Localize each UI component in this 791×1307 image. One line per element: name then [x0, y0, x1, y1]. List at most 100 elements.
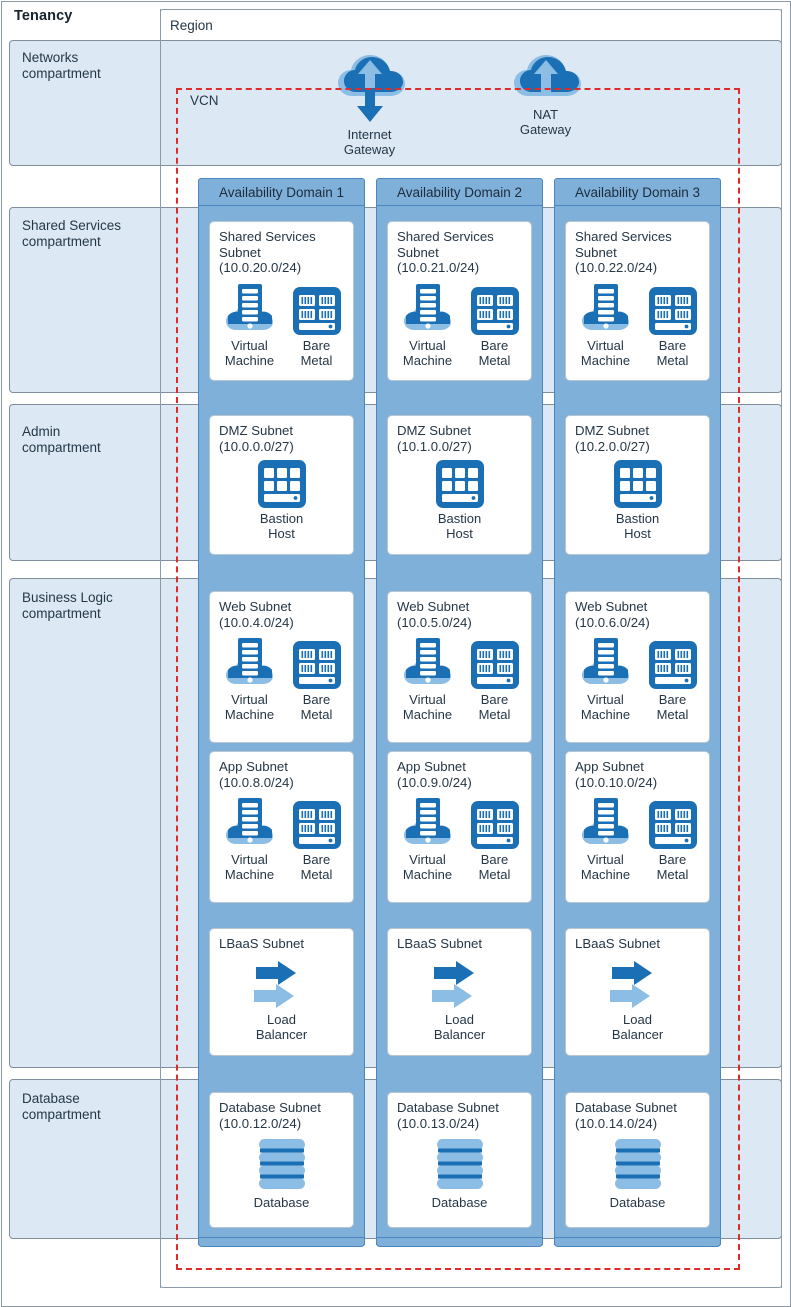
virtual-machine: Virtual Machine: [578, 634, 634, 722]
load-balancer-icon: [250, 960, 314, 1010]
virtual-machine: Virtual Machine: [400, 634, 456, 722]
bastion-host-label: Bastion Host: [437, 511, 482, 541]
internet-gateway-label: Internet Gateway: [343, 127, 396, 157]
icon-row: Virtual Machine: [397, 794, 522, 882]
load-balancer: Load Balancer: [219, 960, 344, 1042]
region-left-border: [160, 9, 161, 1288]
database: Database: [219, 1137, 344, 1210]
subnet-title: App Subnet (10.0.9.0/24): [397, 759, 472, 790]
region-label: Region: [170, 18, 213, 33]
bare-metal-icon: [648, 286, 698, 336]
icon-row: Virtual Machine: [219, 634, 344, 722]
subnet-web-ad3: Web Subnet (10.0.6.0/24): [565, 591, 710, 743]
subnet-title: DMZ Subnet (10.1.0.0/27): [397, 423, 472, 454]
load-balancer-label: Load Balancer: [433, 1011, 486, 1042]
bastion-host: Bastion Host: [575, 459, 700, 541]
virtual-machine: Virtual Machine: [578, 794, 634, 882]
icon-row: Virtual Machine: [219, 280, 344, 368]
virtual-machine-icon: [400, 794, 456, 850]
subnet-app-ad1: App Subnet (10.0.8.0/24): [209, 751, 354, 903]
cloud-up-arrow-icon: [508, 52, 584, 104]
bare-metal-label: Bare Metal: [656, 852, 689, 882]
ad-header-2-label: Availability Domain 2: [396, 184, 523, 200]
region-right-border: [781, 9, 782, 1288]
virtual-machine-label: Virtual Machine: [580, 692, 631, 722]
database-label: Database: [431, 1195, 488, 1210]
subnet-title: Shared Services Subnet (10.0.22.0/24): [575, 229, 672, 275]
subnet-title: DMZ Subnet (10.2.0.0/27): [575, 423, 650, 454]
subnet-title: LBaaS Subnet: [397, 936, 483, 951]
ad-column-1-foot: [198, 1237, 365, 1247]
bare-metal: Bare Metal: [470, 286, 520, 368]
subnet-title: App Subnet (10.0.10.0/24): [575, 759, 658, 790]
database: Database: [397, 1137, 522, 1210]
bare-metal: Bare Metal: [292, 640, 342, 722]
subnet-title: DMZ Subnet (10.0.0.0/27): [219, 423, 294, 454]
bare-metal: Bare Metal: [470, 800, 520, 882]
bare-metal-icon: [648, 640, 698, 690]
virtual-machine: Virtual Machine: [222, 794, 278, 882]
subnet-title: Database Subnet (10.0.14.0/24): [575, 1100, 677, 1131]
ad-header-1: Availability Domain 1: [198, 178, 365, 206]
subnet-title: Web Subnet (10.0.5.0/24): [397, 599, 472, 630]
icon-row: Virtual Machine: [397, 280, 522, 368]
virtual-machine-label: Virtual Machine: [580, 852, 631, 882]
subnet-title: LBaaS Subnet: [219, 936, 305, 951]
subnet-title: Shared Services Subnet (10.0.21.0/24): [397, 229, 494, 275]
virtual-machine-label: Virtual Machine: [402, 337, 453, 368]
icon-row: Virtual Machine: [575, 280, 700, 368]
vcn-label: VCN: [190, 93, 219, 108]
bare-metal-icon: [292, 286, 342, 336]
bare-metal-icon: [470, 800, 520, 850]
database-icon: [429, 1137, 491, 1193]
internet-gateway: Internet Gateway: [322, 52, 417, 162]
bare-metal: Bare Metal: [292, 800, 342, 882]
compartment-band-networks: [9, 40, 782, 166]
bare-metal: Bare Metal: [292, 286, 342, 368]
bare-metal-label: Bare Metal: [300, 692, 333, 722]
bare-metal: Bare Metal: [648, 800, 698, 882]
cloud-up-down-arrow-icon: [332, 52, 408, 124]
bare-metal-label: Bare Metal: [478, 692, 511, 722]
icon-row: Virtual Machine: [219, 794, 344, 882]
bare-metal: Bare Metal: [648, 286, 698, 368]
virtual-machine-label: Virtual Machine: [402, 692, 453, 722]
bare-metal-icon: [648, 800, 698, 850]
subnet-title: LBaaS Subnet: [575, 936, 661, 951]
bastion-host-label: Bastion Host: [615, 511, 660, 541]
bare-metal-label: Bare Metal: [478, 852, 511, 882]
subnet-title: App Subnet (10.0.8.0/24): [219, 759, 294, 790]
subnet-title: Web Subnet (10.0.4.0/24): [219, 599, 294, 630]
virtual-machine: Virtual Machine: [578, 280, 634, 368]
virtual-machine-icon: [222, 794, 278, 850]
ad-column-3-foot: [554, 1237, 721, 1247]
database-label: Database: [253, 1195, 310, 1210]
subnet-shared-services-ad3: Shared Services Subnet (10.0.22.0/24): [565, 221, 710, 381]
bare-metal: Bare Metal: [648, 640, 698, 722]
virtual-machine: Virtual Machine: [400, 280, 456, 368]
subnet-web-ad1: Web Subnet (10.0.4.0/24): [209, 591, 354, 743]
ad-column-2-foot: [376, 1237, 543, 1247]
ad-header-1-label: Availability Domain 1: [218, 184, 345, 200]
bare-metal-icon: [470, 640, 520, 690]
virtual-machine-label: Virtual Machine: [224, 852, 275, 882]
virtual-machine-label: Virtual Machine: [224, 692, 275, 722]
subnet-app-ad3: App Subnet (10.0.10.0/24): [565, 751, 710, 903]
load-balancer-label: Load Balancer: [611, 1011, 664, 1042]
bare-metal-label: Bare Metal: [478, 337, 511, 368]
virtual-machine-icon: [222, 634, 278, 690]
bastion-host-icon: [257, 459, 307, 509]
database-icon: [251, 1137, 313, 1193]
bare-metal-icon: [292, 800, 342, 850]
virtual-machine-icon: [400, 634, 456, 690]
compartment-label-business-logic: Business Logic compartment: [22, 590, 113, 621]
bastion-host: Bastion Host: [219, 459, 344, 541]
icon-row: Virtual Machine: [397, 634, 522, 722]
bare-metal-icon: [292, 640, 342, 690]
tenancy-label: Tenancy: [14, 8, 73, 24]
subnet-app-ad2: App Subnet (10.0.9.0/24): [387, 751, 532, 903]
virtual-machine: Virtual Machine: [400, 794, 456, 882]
compartment-label-database: Database compartment: [22, 1091, 101, 1122]
database-label: Database: [609, 1195, 666, 1210]
